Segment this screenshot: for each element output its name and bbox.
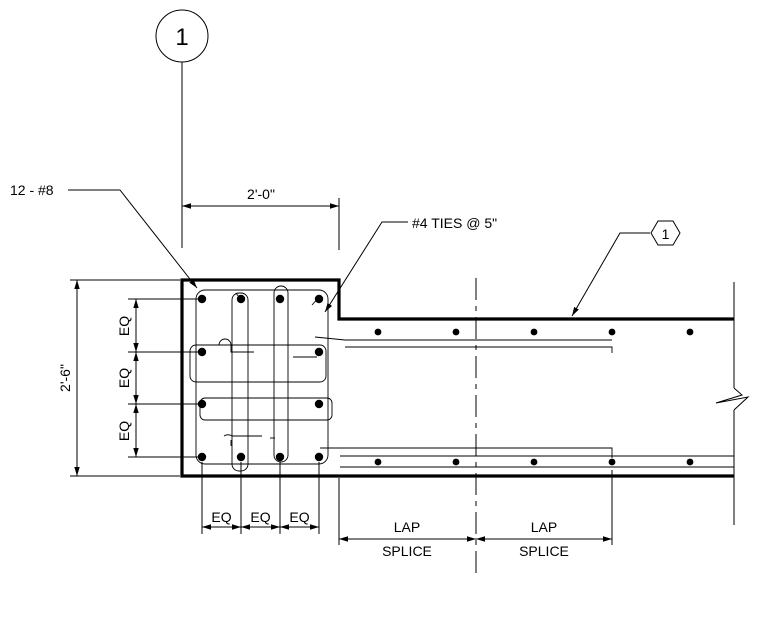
lap-splice-left-line1: LAP	[394, 519, 420, 535]
concrete-outline	[180, 278, 750, 525]
beam-bar-bottom-2	[452, 458, 460, 466]
horizontal-eq-label-3: EQ	[289, 509, 309, 525]
beam-bar-top-2	[452, 328, 460, 336]
column-bar-2	[236, 294, 246, 304]
column-bar-7	[197, 399, 207, 409]
column-bar-5	[197, 347, 207, 357]
column-bar-12	[314, 452, 324, 462]
lap-splice-right-line1: LAP	[531, 519, 557, 535]
lap-splice-left-line2: SPLICE	[382, 543, 432, 559]
ties-callout: #4 TIES @ 5"	[324, 215, 497, 313]
height-dimension-label: 2'-6"	[57, 364, 73, 392]
column-bar-dots	[197, 294, 324, 462]
beam-bar-bottom-1	[374, 458, 382, 466]
horizontal-eq-label-2: EQ	[250, 509, 270, 525]
column-bar-4	[314, 294, 324, 304]
beam-bar-top-1	[374, 328, 382, 336]
column-bar-10	[236, 452, 246, 462]
column-bar-6	[314, 347, 324, 357]
beam-bar-bottom-3	[530, 458, 538, 466]
beam-bar-bottom-4	[608, 458, 616, 466]
column-bar-8	[314, 399, 324, 409]
column-ties	[189, 285, 333, 472]
column-bar-3	[275, 294, 285, 304]
grid-bubble: 1	[155, 9, 209, 63]
horizontal-eq-label-1: EQ	[211, 509, 231, 525]
beam-bar-top-5	[686, 328, 694, 336]
grid-bubble-label: 1	[175, 24, 188, 51]
revision-tag-label: 1	[662, 226, 670, 242]
lap-splice-right-line2: SPLICE	[519, 543, 569, 559]
revision-tag: 1	[571, 220, 681, 317]
vertical-eq-dimensions: EQ EQ EQ	[116, 298, 198, 458]
vertical-eq-label-1: EQ	[116, 316, 132, 336]
rebar-callout: 12 - #8	[10, 182, 198, 289]
beam-bar-top-4	[608, 328, 616, 336]
vertical-eq-label-3: EQ	[116, 421, 132, 441]
lap-splice-dimensions: LAP SPLICE LAP SPLICE	[338, 470, 613, 559]
beam-bar-dots	[374, 328, 694, 466]
height-dimension: 2'-6"	[57, 279, 180, 477]
beam-bar-bottom-5	[686, 458, 694, 466]
beam-bar-top-3	[530, 328, 538, 336]
width-dimension: 2'-0"	[182, 186, 340, 250]
vertical-eq-label-2: EQ	[116, 368, 132, 388]
column-bar-9	[197, 452, 207, 462]
ties-callout-label: #4 TIES @ 5"	[412, 215, 497, 231]
column-bar-11	[275, 452, 285, 462]
width-dimension-label: 2'-0"	[247, 186, 275, 202]
beam-longitudinal-bars	[314, 336, 734, 468]
column-bar-1	[197, 294, 207, 304]
horizontal-eq-dimensions: EQ EQ EQ	[201, 462, 320, 534]
rebar-callout-label: 12 - #8	[10, 182, 54, 198]
